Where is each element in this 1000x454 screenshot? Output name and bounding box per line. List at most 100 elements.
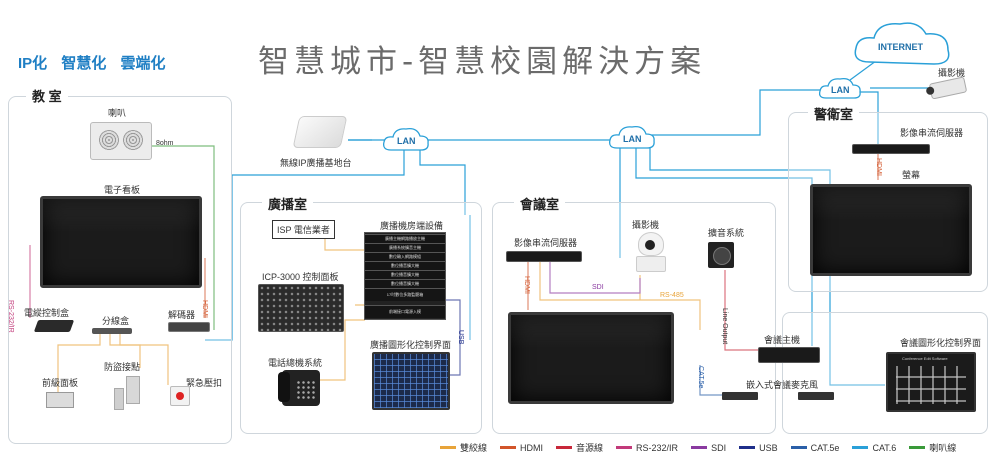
broadcast-title: 廣播室 — [262, 194, 314, 213]
phone-system-label: 電話總機系統 — [268, 358, 323, 368]
lan-cloud-right-icon — [609, 126, 655, 149]
guard-title: 警衛室 — [808, 104, 860, 123]
audio-lines — [724, 270, 760, 351]
slogan-smart: 智慧化 — [61, 55, 107, 72]
conf-gui-screen: Conference Edit Software — [886, 352, 976, 412]
internet-cloud-icon — [854, 22, 950, 65]
wireless-station-label: 無線IP廣播基地台 — [280, 158, 352, 168]
legend-swatch — [691, 446, 708, 449]
lan-to-guard — [860, 91, 879, 146]
control-box-label: 電縱控制盒 — [24, 308, 70, 318]
tp-splitter-emergency — [119, 330, 169, 385]
cat5e-lines — [699, 365, 730, 396]
guard-stream-device — [852, 144, 930, 154]
hdmi-lines — [204, 152, 879, 318]
speaker-lines — [150, 145, 215, 330]
hdmi-label-guard: HDMI — [875, 158, 882, 176]
legend-swatch — [790, 446, 807, 449]
lan-to-rack — [419, 148, 466, 215]
legend-item: HDMI — [500, 441, 543, 454]
sound-system-label: 擴音系統 — [708, 228, 745, 238]
meeting-title: 會議室 — [514, 194, 566, 213]
conf-gui-grid — [896, 366, 966, 404]
decoder-label: 解碼器 — [168, 310, 196, 320]
legend-item: USB — [739, 441, 778, 454]
emergency-button-red — [176, 392, 184, 400]
lan-cloud-top: LAN — [818, 76, 862, 100]
legend-label: RS-232/IR — [636, 442, 679, 453]
sdi-lines — [549, 262, 641, 294]
signage-screen — [40, 196, 202, 288]
legend-swatch — [616, 446, 633, 449]
audio-line — [724, 270, 760, 351]
rack-row: 廣播主機網路播放主機 — [365, 234, 445, 243]
intrusion-device — [126, 376, 140, 404]
broadcast-rack-label: 廣播機房端設備 — [380, 221, 444, 231]
internet-label: INTERNET — [878, 42, 923, 52]
page-title: 智慧城市-智慧校園解決方案 — [258, 44, 707, 80]
lan-cloud-left-icon — [383, 128, 429, 151]
rack-row: 數位播音擴大機 — [365, 261, 445, 270]
icp-panel-device — [258, 284, 344, 332]
embedded-mic-device-2 — [798, 392, 834, 400]
ptz-camera — [636, 232, 666, 272]
rack-row: 數位播音擴大機 — [365, 270, 445, 279]
broadcast-gui-label: 廣播圖形化控制界面 — [370, 340, 452, 350]
speaker-label: 喇叭 — [108, 108, 127, 118]
lan-cloud-top-icon — [818, 77, 861, 99]
conf-host-device — [758, 347, 820, 363]
slogan: IP化 智慧化 雲端化 — [18, 52, 176, 73]
monitor-label: 螢幕 — [902, 170, 921, 180]
legend-swatch — [852, 446, 869, 449]
intrusion-device-2 — [114, 388, 124, 410]
stream-server-device — [506, 251, 582, 262]
hdmi-label-classroom: HDMI — [201, 300, 208, 318]
legend-item: RS-232/IR — [616, 441, 678, 454]
rs232-label: RS-232/IR — [7, 300, 14, 333]
broadcast-gui-screen — [372, 352, 450, 410]
tp-splitter-frontpanel — [57, 330, 101, 395]
twisted-pair-lines — [57, 228, 701, 395]
legend-label: SDI — [711, 442, 727, 453]
legend-item: SDI — [691, 441, 726, 454]
ptz-camera-lens — [645, 240, 655, 250]
broadcast-rack: 廣播主機網路播放主機 廣播系統擴音主機 數位輸入網路模組 數位播音擴大機 數位播… — [364, 232, 446, 320]
legend-item: 音源線 — [556, 441, 603, 454]
lan-cloud-right: LAN — [608, 124, 656, 150]
isp-box: ISP 電信業者 — [272, 220, 335, 239]
rack-row: 數位播音擴大機 — [365, 279, 445, 288]
legend: 雙絞線 HDMI 音源線 RS-232/IR SDI USB CAT.5e CA… — [440, 441, 956, 454]
usb-line — [445, 299, 461, 376]
line-output-label: Line Output — [721, 308, 728, 345]
legend-label: HDMI — [520, 442, 544, 453]
classroom-title: 教 室 — [26, 86, 68, 105]
lan-to-conf-gui — [649, 148, 885, 386]
rs485-label: RS-485 — [660, 292, 684, 299]
legend-item: CAT.6 — [852, 441, 896, 454]
tp-phone-rack — [320, 319, 365, 381]
front-panel-label: 前級面板 — [42, 378, 79, 388]
phone-keypad — [296, 380, 316, 400]
lan-to-broadcast — [205, 148, 405, 341]
speaker-cone-right — [123, 130, 143, 150]
embedded-mic-label: 嵌入式會議麥克風 — [746, 380, 819, 390]
phone-handset — [278, 372, 290, 402]
conf-gui-screen-title: Conference Edit Software — [902, 356, 948, 361]
usb-label: USB — [457, 330, 464, 345]
meeting-screen — [508, 312, 674, 404]
tp-meeting — [539, 262, 701, 330]
legend-label: USB — [759, 442, 778, 453]
speaker-device — [90, 122, 152, 160]
splitter-label: 分線盒 — [102, 316, 130, 326]
hdmi-label-meeting: HDMI — [523, 276, 530, 294]
speaker-cone-left — [99, 130, 119, 150]
control-box-device — [33, 320, 75, 332]
cat5e-line — [699, 365, 730, 396]
legend-swatch — [440, 446, 456, 449]
lan-to-lan-top — [650, 89, 828, 136]
signage-label: 電子看板 — [104, 185, 141, 195]
slogan-cloud: 雲端化 — [120, 55, 166, 72]
legend-label: 喇叭線 — [929, 443, 957, 453]
lan-cloud-left: LAN — [382, 126, 430, 152]
